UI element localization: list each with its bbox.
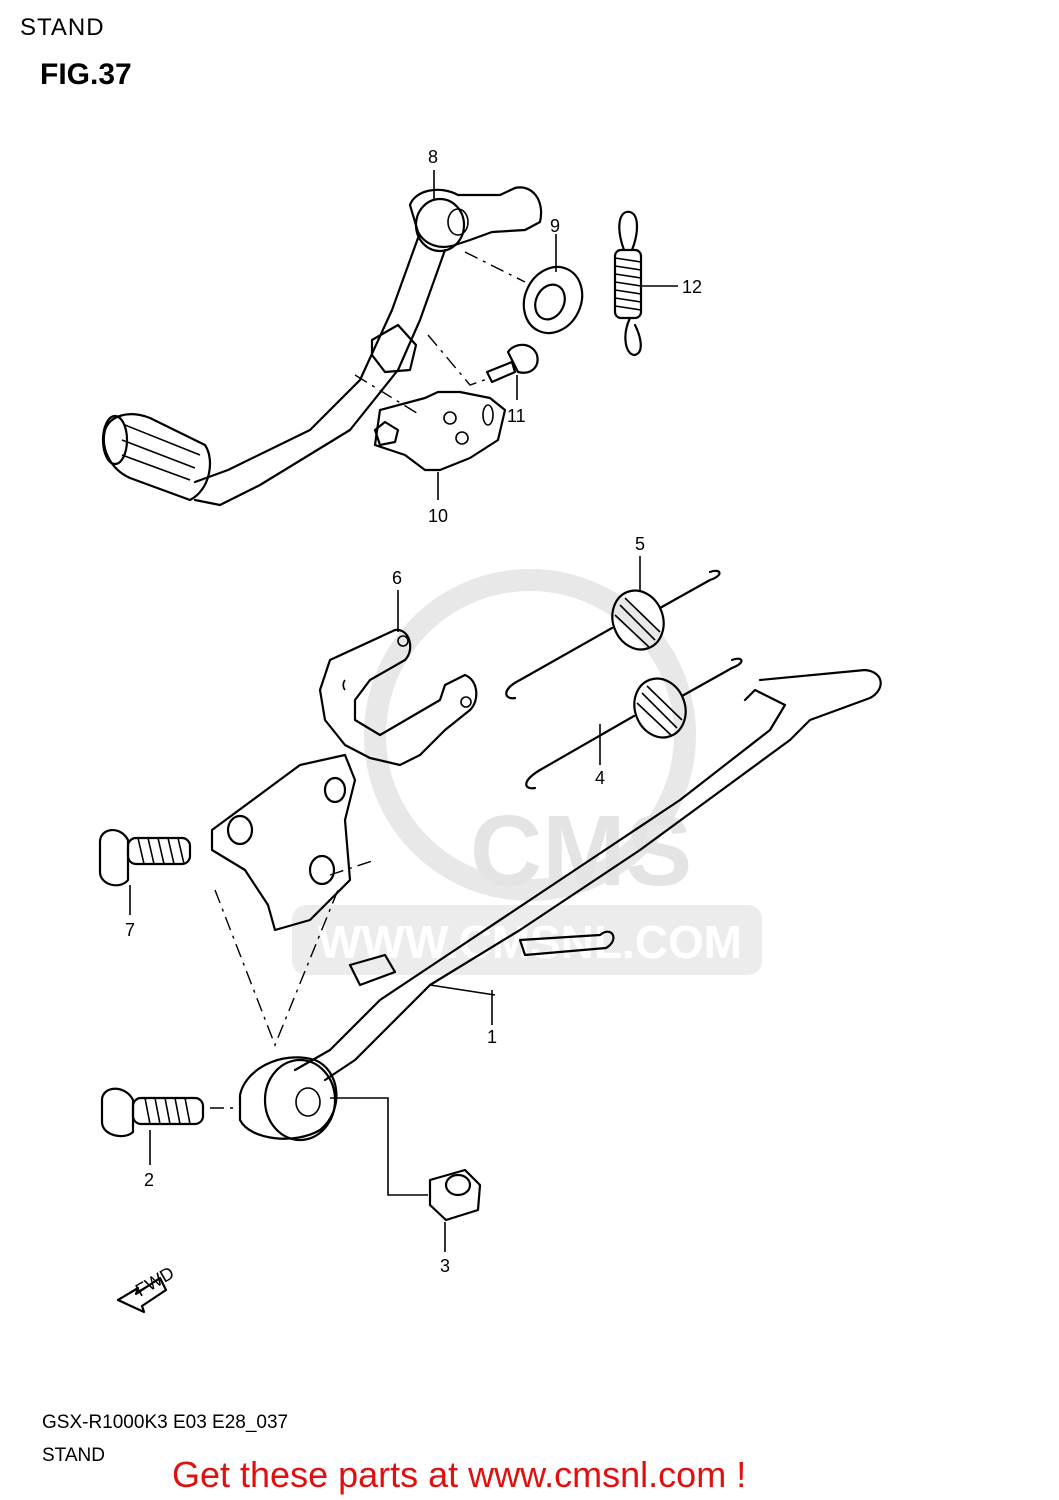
- part-label-12: 12: [682, 277, 702, 297]
- part-label-7: 7: [125, 920, 135, 940]
- bracket-part-10: [373, 390, 507, 472]
- part-label-6: 6: [392, 568, 402, 588]
- bolt-part-2: [100, 1087, 205, 1138]
- part-label-9: 9: [550, 216, 560, 236]
- section-title: STAND: [20, 14, 105, 41]
- direction-marker: FWD: [132, 1263, 177, 1301]
- side-stand-part-1: [238, 668, 882, 1142]
- spring-part-5: [505, 569, 721, 700]
- part-label-3: 3: [440, 1256, 450, 1276]
- part-label-5: 5: [635, 534, 645, 554]
- brake-pedal-part-8: [101, 186, 543, 507]
- bolt-part-11: [485, 343, 539, 384]
- call-to-action-link[interactable]: Get these parts at www.cmsnl.com !: [172, 1454, 747, 1495]
- footer-section-name: STAND: [42, 1445, 105, 1466]
- part-label-2: 2: [144, 1170, 154, 1190]
- figure-title: FIG.37: [40, 58, 132, 91]
- spring-part-4: [525, 657, 743, 790]
- part-label-1: 1: [487, 1027, 497, 1047]
- bolt-part-7: [98, 829, 192, 887]
- part-label-10: 10: [428, 506, 448, 526]
- washer-part-9: [522, 265, 584, 335]
- nut-part-3: [428, 1168, 482, 1222]
- part-label-8: 8: [428, 147, 438, 167]
- model-code: GSX-R1000K3 E03 E28_037: [42, 1412, 289, 1433]
- leader-lines: [129, 170, 641, 1252]
- spring-part-12: [613, 210, 678, 357]
- watermark: CMS WWW.CMSNL.COM: [292, 569, 762, 975]
- part-labels: 8 9 12 11 10 5 6 4 7 1 2 3: [125, 147, 702, 1276]
- stand-bracket-part-6: [318, 628, 478, 767]
- part-label-4: 4: [595, 768, 605, 788]
- mount-plate: [210, 753, 357, 932]
- forward-arrow-icon: FWD: [116, 1263, 177, 1314]
- part-label-11: 11: [507, 406, 526, 426]
